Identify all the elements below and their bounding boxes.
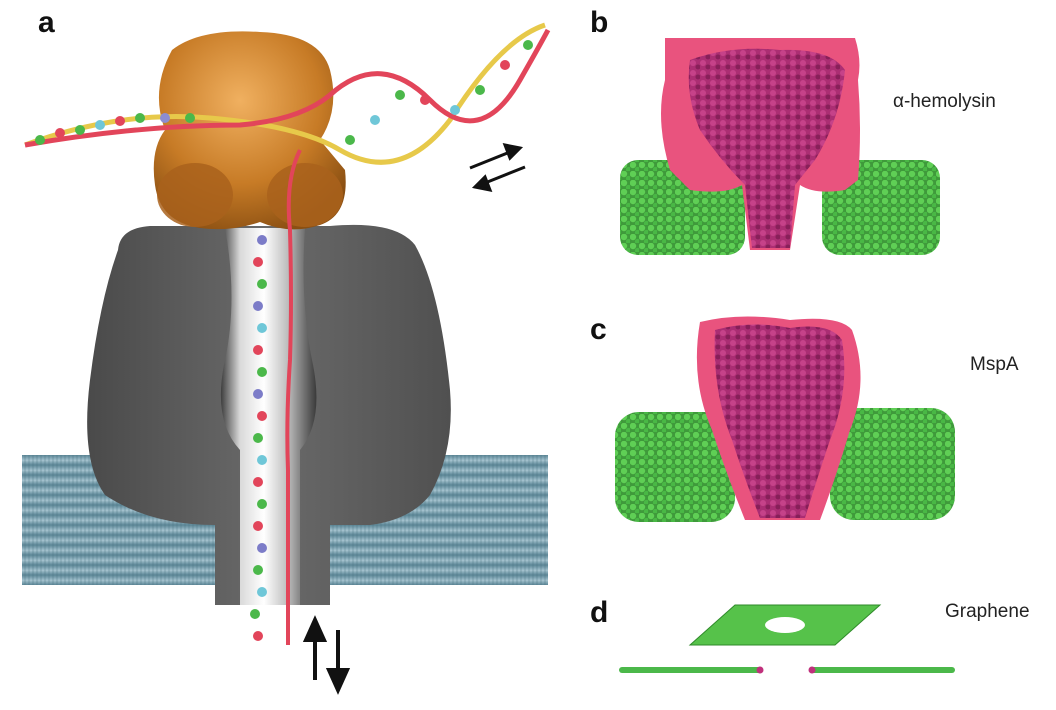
membrane-domain-right — [830, 408, 955, 520]
panel-letter-d: d — [590, 596, 609, 629]
panel-letter-c: c — [590, 313, 607, 346]
membrane-domain-left — [615, 412, 735, 522]
translocating-bases — [250, 235, 267, 641]
label-alpha-hemolysin: α-hemolysin — [893, 91, 996, 112]
ssdna-strand — [285, 149, 302, 645]
dna-duplex — [24, 22, 551, 165]
panel-a-illustration — [22, 22, 551, 695]
label-graphene: Graphene — [945, 601, 1030, 622]
panel-letter-a: a — [38, 6, 55, 39]
panel-c-mspa-structure — [615, 316, 955, 522]
dna-bases — [35, 40, 533, 145]
double-arrow-vertical-icon — [302, 615, 351, 695]
double-arrow-diagonal-icon — [469, 142, 526, 193]
label-mspa: MspA — [970, 354, 1019, 375]
graphene-side-view — [619, 666, 955, 674]
motor-protein — [153, 31, 346, 230]
panel-d-graphene-structure — [619, 604, 955, 674]
nanopore-hole — [765, 617, 805, 633]
panel-letter-b: b — [590, 6, 609, 39]
panel-b-alpha-hemolysin-structure — [620, 38, 940, 255]
